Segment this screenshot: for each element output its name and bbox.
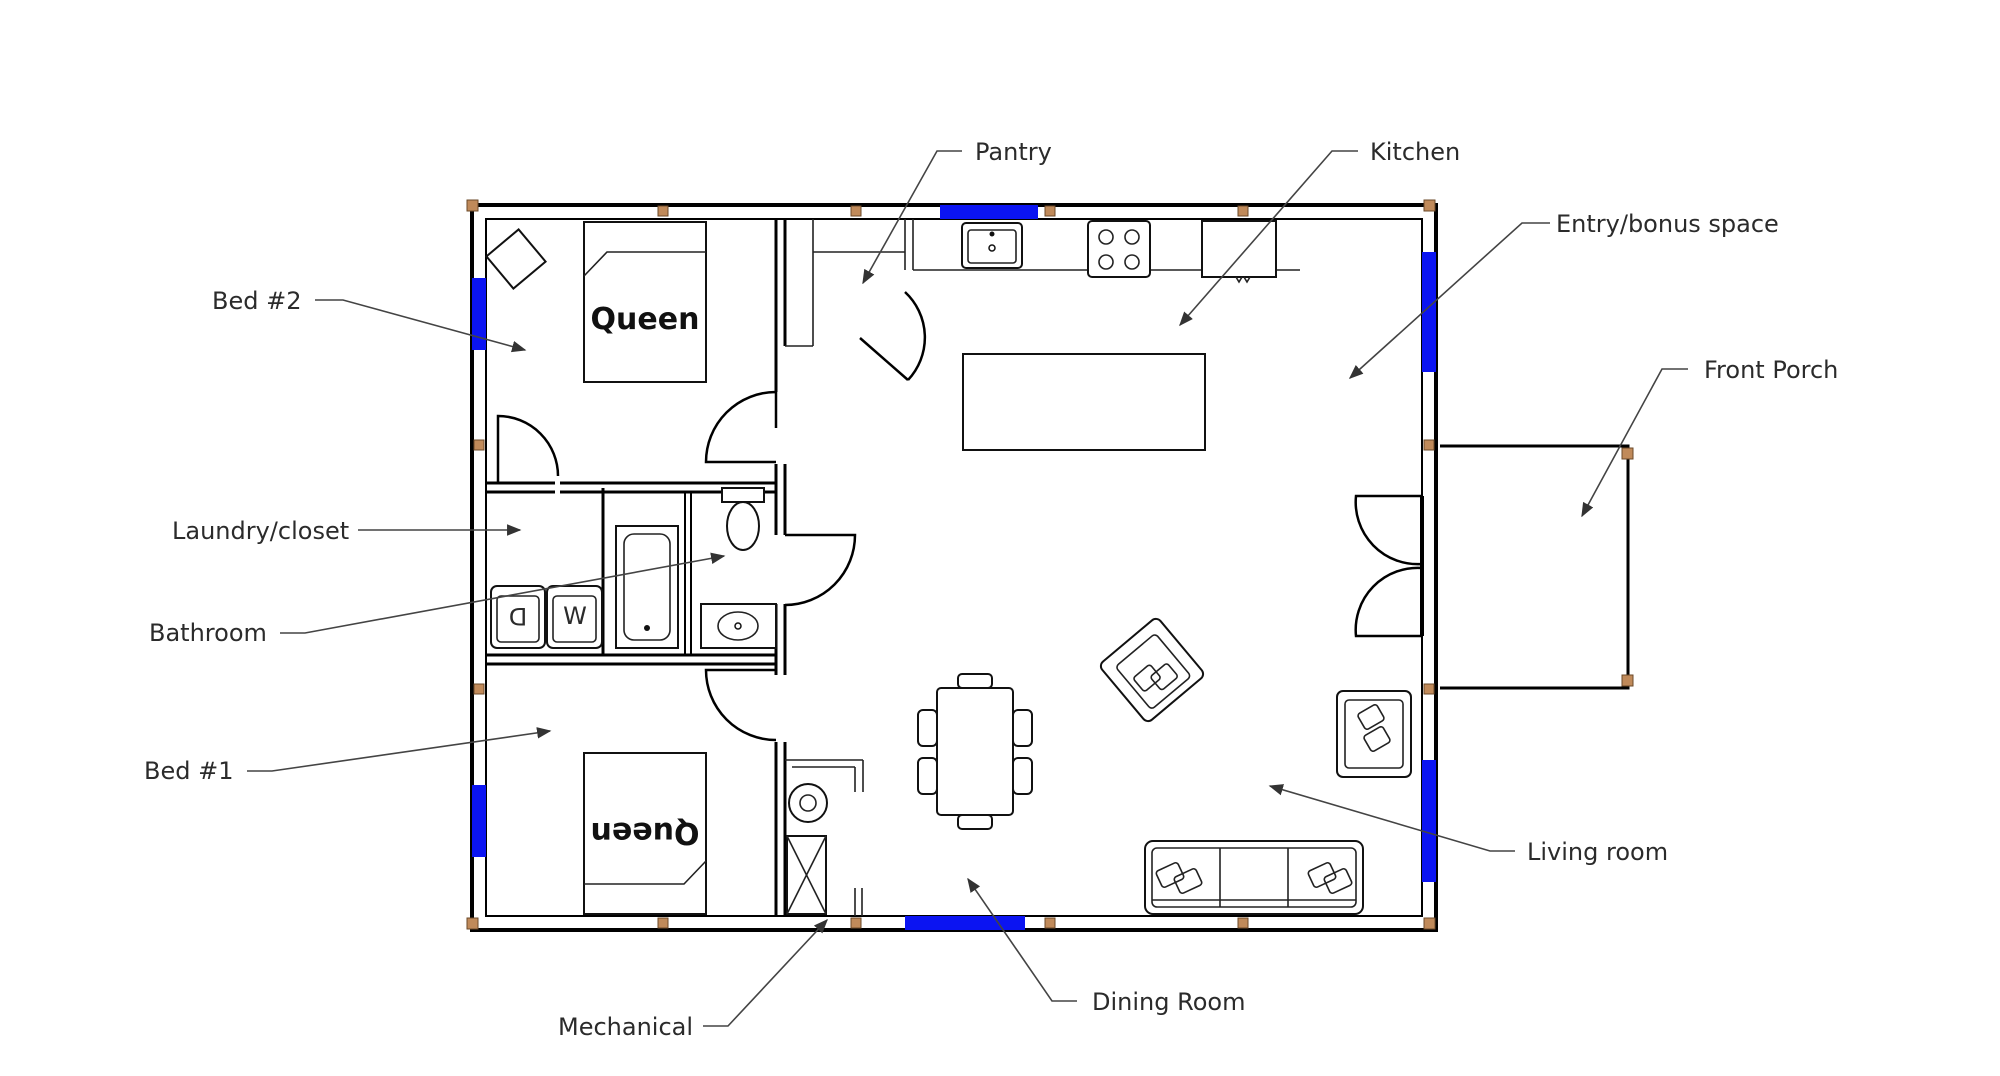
bedroom-furniture: Queen Queen [485, 221, 707, 915]
dryer [490, 585, 546, 649]
mechanical-fixtures [786, 783, 828, 915]
label-front-porch: Front Porch [1704, 356, 1838, 384]
living-furniture [1099, 617, 1412, 915]
dryer-letter: D [509, 602, 527, 630]
window-right-upper [1422, 252, 1436, 372]
dining-furniture [917, 673, 1033, 830]
bed1-queen-label: Queen [591, 815, 700, 850]
door-swing-pantry [859, 291, 927, 381]
window-left-lower [472, 785, 486, 857]
washer-letter: W [563, 602, 587, 630]
dining-table [936, 687, 1014, 816]
label-bathroom: Bathroom [149, 619, 267, 647]
kitchen-island [962, 353, 1206, 451]
wall-posts [466, 199, 1436, 930]
window-left-upper [472, 278, 486, 350]
armchair-right [1336, 690, 1412, 778]
bathroom-fixtures [615, 487, 777, 649]
leader-arrow [1268, 784, 1515, 852]
interior-walls [486, 219, 1300, 916]
armchair-angled [1099, 617, 1205, 723]
toilet-bowl [726, 501, 760, 551]
leader-lines [247, 150, 1688, 1027]
range-stove [1087, 220, 1151, 278]
leader-arrow [280, 552, 726, 634]
leader-arrow [1581, 368, 1688, 518]
bed1-queen-bed [583, 752, 707, 915]
door-swing-front-left [1354, 494, 1423, 566]
bathroom-vanity [700, 603, 777, 649]
label-entry-bonus-space: Entry/bonus space [1556, 210, 1779, 238]
label-kitchen: Kitchen [1370, 138, 1460, 166]
laundry-machines: D W [490, 585, 603, 649]
window-bottom [905, 916, 1025, 930]
leader-arrow [703, 918, 828, 1027]
label-laundry-closet: Laundry/closet [172, 517, 349, 545]
toilet-tank [721, 487, 765, 503]
window-right-lower [1422, 760, 1436, 882]
door-swing-laundry [496, 414, 560, 483]
leader-arrow [862, 150, 962, 285]
kitchen-fixtures [961, 220, 1277, 451]
doors [496, 291, 1437, 742]
leader-arrow [967, 877, 1077, 1002]
label-dining-room: Dining Room [1092, 988, 1245, 1016]
label-living-room: Living room [1527, 838, 1668, 866]
front-porch [1440, 444, 1634, 690]
water-heater [788, 783, 828, 823]
sofa [1144, 840, 1364, 915]
label-bed2: Bed #2 [212, 287, 301, 315]
door-swing-bath [784, 533, 857, 607]
washer [546, 585, 603, 649]
leader-arrow [247, 727, 552, 772]
label-mechanical: Mechanical [558, 1013, 693, 1041]
leader-arrow [1179, 150, 1358, 327]
door-swing-bed2 [704, 390, 778, 464]
bed2-nightstand [485, 228, 547, 290]
leader-arrow [1348, 222, 1550, 379]
door-swing-front-right [1354, 566, 1423, 638]
bed2-queen-label: Queen [591, 302, 700, 337]
leader-arrow [315, 299, 527, 353]
window-top [940, 205, 1038, 219]
refrigerator [1201, 220, 1277, 278]
door-swing-bed1 [704, 668, 777, 742]
room-labels: Pantry Kitchen Entry/bonus space Front P… [144, 138, 1838, 1041]
bed2-queen-bed [583, 221, 707, 383]
label-pantry: Pantry [975, 138, 1052, 166]
label-bed1: Bed #1 [144, 757, 233, 785]
